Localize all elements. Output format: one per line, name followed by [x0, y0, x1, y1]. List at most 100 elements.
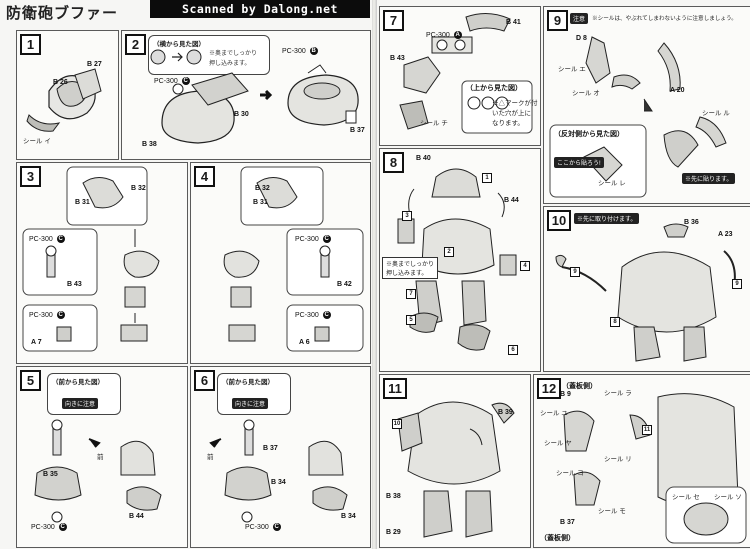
- part-label: D 8: [576, 35, 587, 42]
- part-label: B 31: [253, 199, 268, 206]
- sub-assembly-ref: 9: [732, 279, 742, 289]
- part-label: B 34: [271, 479, 286, 486]
- part-label: B 43: [67, 281, 82, 288]
- step-number: 3: [20, 166, 41, 187]
- callout-title: （前から見た図）: [52, 379, 104, 386]
- polycap-label: PC-300 C: [245, 523, 281, 531]
- seal-label: シール セ: [672, 494, 700, 501]
- polycap-label: PC-300 C: [29, 235, 65, 243]
- part-label: B 27: [87, 61, 102, 68]
- front-view-callout: （前から見た図） 向きに注意: [47, 373, 121, 415]
- attach-first-note: ※先に取り付けます。: [574, 213, 640, 224]
- left-page: 防衛砲ブファー Scanned by Dalong.net 1 B 27 B 2…: [0, 0, 372, 549]
- press-note: ※奥までしっかり押し込みます。: [382, 257, 439, 279]
- scanner-banner: Scanned by Dalong.net: [150, 0, 370, 18]
- step-8-panel: 8 B 40 B 44 ※奥までしっかり押し込みます。 1 3 2 4 7 5 …: [379, 148, 541, 372]
- right-page: 7 PC-300 A B 41 B 43 シール チ （上から見た図） ※△マー…: [376, 0, 750, 549]
- step-12-panel: 12 （蓋板側） B 9 シール ユ シール ラ シール ヤ シール リ シール…: [533, 374, 750, 548]
- step-number: 7: [383, 10, 404, 31]
- step-11-illustration: [397, 401, 515, 538]
- front-view-callout: （前から見た図） 向きに注意: [217, 373, 291, 415]
- step-4-panel: 4 B 32 B 31 PC-300 C B 42 PC-300 C A 6: [190, 162, 371, 364]
- page-gutter: [372, 0, 376, 549]
- sub-assembly-ref: 8: [610, 317, 620, 327]
- part-label: B 9: [560, 391, 571, 398]
- step-8-illustration: [397, 168, 517, 351]
- sub-assembly-ref: 1: [482, 173, 492, 183]
- seal-label: シール チ: [420, 120, 448, 127]
- step-5-illustration: [34, 419, 162, 523]
- part-label: A 6: [299, 339, 310, 346]
- step-10-panel: 10 ※先に取り付けます。 B 36 A 23 9 9 8: [543, 206, 750, 372]
- part-label: B 34: [341, 513, 356, 520]
- seal-label: シール ル: [702, 110, 730, 117]
- callout-title: （横から見た図）: [153, 41, 205, 48]
- part-label: A 23: [718, 231, 733, 238]
- polycap-label: PC-300 B: [282, 47, 318, 55]
- step-2-panel: 2 （横から見た図） ※奥までしっかり 押し込みます。 PC-300 C B 3…: [121, 30, 371, 160]
- sub-assembly-ref: 5: [406, 315, 416, 325]
- sub-assembly-ref: 4: [520, 261, 530, 271]
- part-label: B 35: [43, 471, 58, 478]
- step-6-panel: 6 （前から見た図） 向きに注意 前 B 37 B 34 PC-300 C B …: [190, 366, 371, 548]
- sub-assembly-ref: 11: [642, 425, 652, 435]
- step-5-panel: 5 （前から見た図） 向きに注意 前 B 35 PC-300 C B 44: [16, 366, 188, 548]
- step-number: 8: [383, 152, 404, 173]
- part-label: A 20: [670, 87, 685, 94]
- part-label: B 38: [386, 493, 401, 500]
- direction-note: 向きに注意: [62, 398, 99, 409]
- step-3-panel: 3 B 32 B 31 PC-300 C B 43 PC-300 C A 7: [16, 162, 188, 364]
- polycap-label: PC-300 C: [31, 523, 67, 531]
- step-number: 2: [125, 34, 146, 55]
- warning-tag: 注意: [570, 13, 589, 24]
- part-label: A 7: [31, 339, 42, 346]
- shield-side-title: （蓋板側）: [540, 535, 575, 542]
- polycap-label: PC-300 C: [295, 235, 331, 243]
- seal-label: シール モ: [598, 508, 626, 515]
- step-7-illustration: [399, 13, 533, 134]
- part-label: B 37: [350, 127, 365, 134]
- warning-text: ※シールは、やぶれてしまわないように注意しましょう。: [592, 16, 737, 22]
- sub-assembly-ref: 6: [508, 345, 518, 355]
- shield-side-title: （蓋板側）: [562, 383, 597, 390]
- part-label: B 37: [263, 445, 278, 452]
- step-4-illustration: [223, 166, 364, 352]
- part-label: B 36: [684, 219, 699, 226]
- step-number: 9: [547, 10, 568, 31]
- seal-label: シール ラ: [604, 390, 632, 397]
- callout-note: なります。: [492, 120, 524, 127]
- seal-label: シール ヨ: [556, 470, 584, 477]
- part-label: B 32: [131, 185, 146, 192]
- seal-label: シール エ: [558, 66, 586, 73]
- part-label: B 44: [504, 197, 519, 204]
- step-number: 12: [537, 378, 561, 399]
- top-view-title: （上から見た図）: [466, 85, 522, 92]
- part-label: B 30: [234, 111, 249, 118]
- step-11-panel: 11 10 B 39 B 38 B 29: [379, 374, 531, 548]
- seal-label: シール ソ: [714, 494, 742, 501]
- step-2-illustration: [150, 49, 359, 144]
- sub-assembly-ref: 3: [402, 211, 412, 221]
- step-1-panel: 1 B 27 B 26 シール イ: [16, 30, 119, 160]
- step-3-illustration: [22, 166, 160, 352]
- polycap-label: PC-300 C: [295, 311, 331, 319]
- callout-note: ※△マークが付: [492, 100, 538, 107]
- part-label: B 40: [416, 155, 431, 162]
- polycap-label: PC-300 A: [426, 31, 462, 39]
- part-label: B 38: [142, 141, 157, 148]
- part-label: B 41: [506, 19, 521, 26]
- part-label: B 29: [386, 529, 401, 536]
- front-marker: 前: [207, 454, 214, 461]
- step-12-illustration: [563, 393, 747, 544]
- step-number: 10: [547, 210, 571, 231]
- sub-assembly-ref: 10: [392, 419, 402, 429]
- seal-label: シール オ: [572, 90, 600, 97]
- step-9-panel: 9 注意 ※シールは、やぶれてしまわないように注意しましょう。 D 8 A 20…: [543, 6, 750, 204]
- part-label: B 39: [498, 409, 513, 416]
- callout-note: 押し込みます。: [209, 61, 251, 67]
- seal-label: シール リ: [604, 456, 632, 463]
- callout-note: いた穴が上に: [492, 110, 531, 117]
- seal-label: シール ヤ: [544, 440, 572, 447]
- front-marker: 前: [97, 454, 104, 461]
- step-number: 6: [194, 370, 215, 391]
